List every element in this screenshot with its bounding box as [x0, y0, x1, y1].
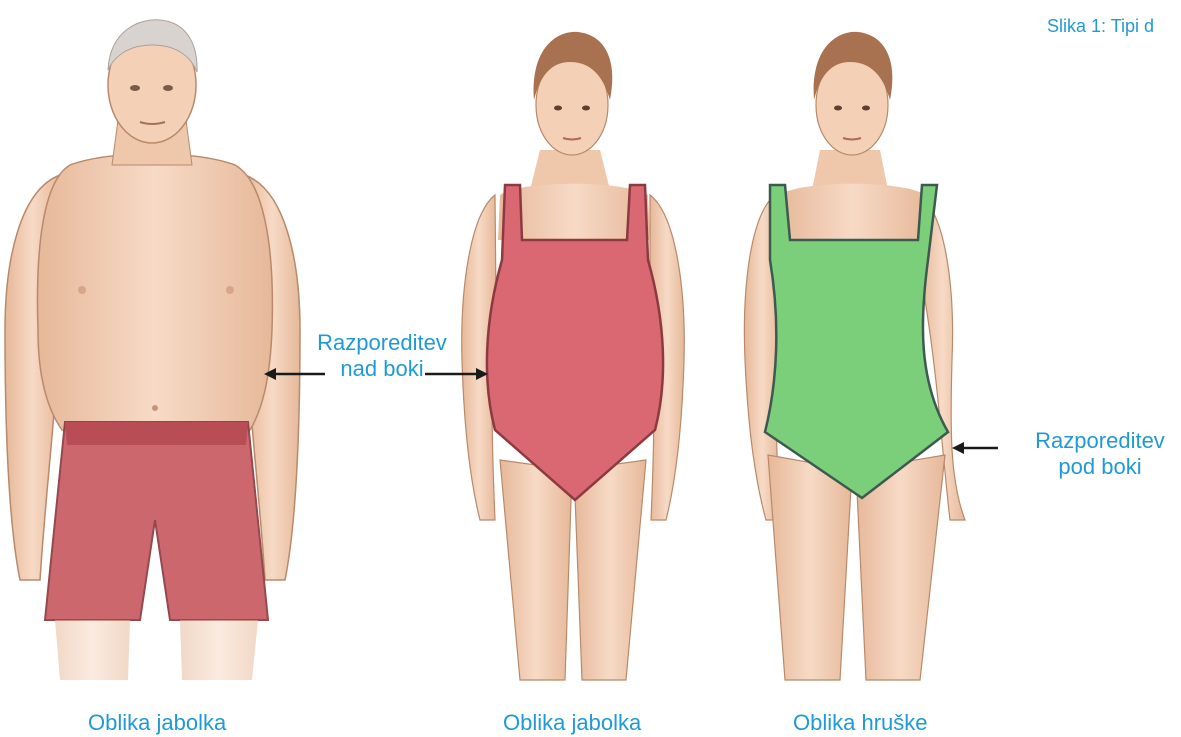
figure-label-man: Oblika jabolka	[88, 710, 226, 736]
annotation-above-hips: Razporeditev nad boki	[308, 330, 456, 382]
arrow-pear-hips	[952, 442, 998, 454]
annotation-above-hips-line2: nad boki	[308, 356, 456, 382]
figure-woman-pear	[744, 32, 965, 680]
annotation-above-hips-line1: Razporeditev	[308, 330, 456, 356]
annotation-below-hips-line1: Razporeditev	[1025, 428, 1175, 454]
annotation-below-hips: Razporeditev pod boki	[1025, 428, 1175, 480]
man-torso	[37, 154, 272, 430]
figure-man	[5, 20, 300, 680]
annotation-below-hips-line2: pod boki	[1025, 454, 1175, 480]
figure-label-woman-pear: Oblika hruške	[793, 710, 928, 736]
figure-woman-apple	[462, 32, 684, 680]
man-shorts	[45, 422, 268, 620]
figure-label-woman-apple: Oblika jabolka	[503, 710, 641, 736]
